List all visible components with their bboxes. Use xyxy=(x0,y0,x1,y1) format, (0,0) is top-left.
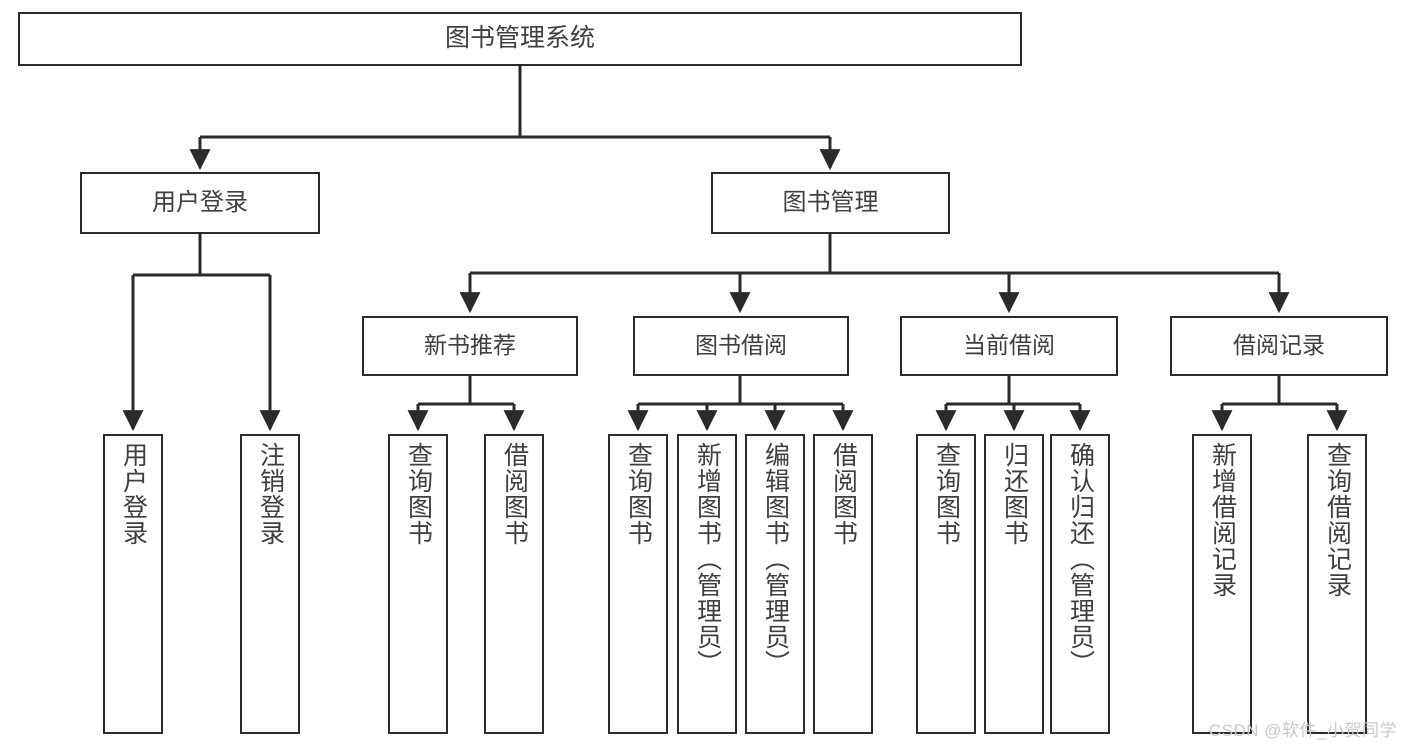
node-current-borrow-label: 当前借阅 xyxy=(963,332,1055,359)
leaf-user-login-1[interactable]: 用户登录 xyxy=(103,434,163,734)
leaf-borrow-record-2-label: 查询借阅记录 xyxy=(1323,442,1352,598)
leaf-book-borrow-2[interactable]: 新增图书（管理员） xyxy=(677,434,737,734)
leaf-book-borrow-3-label: 编辑图书（管理员） xyxy=(761,442,790,676)
watermark: CSDN @软件_小贺同学 xyxy=(1208,721,1397,740)
node-root-label: 图书管理系统 xyxy=(444,24,595,53)
node-user-login-label: 用户登录 xyxy=(152,188,248,216)
leaf-borrow-record-1-label: 新增借阅记录 xyxy=(1208,442,1237,598)
node-root[interactable]: 图书管理系统 xyxy=(18,12,1022,66)
node-new-book-recommend-label: 新书推荐 xyxy=(424,332,516,359)
node-current-borrow[interactable]: 当前借阅 xyxy=(900,316,1118,376)
leaf-book-borrow-3[interactable]: 编辑图书（管理员） xyxy=(745,434,805,734)
node-book-borrow-label: 图书借阅 xyxy=(695,332,787,359)
leaf-current-borrow-2-label: 归还图书 xyxy=(1000,442,1029,546)
leaf-current-borrow-2[interactable]: 归还图书 xyxy=(984,434,1044,734)
node-book-manage[interactable]: 图书管理 xyxy=(711,172,950,234)
leaf-current-borrow-3[interactable]: 确认归还（管理员） xyxy=(1050,434,1110,734)
node-new-book-recommend[interactable]: 新书推荐 xyxy=(362,316,578,376)
leaf-book-borrow-4[interactable]: 借阅图书 xyxy=(813,434,873,734)
leaf-user-login-1-label: 用户登录 xyxy=(119,442,148,546)
leaf-current-borrow-1-label: 查询图书 xyxy=(932,442,961,546)
leaf-book-borrow-1-label: 查询图书 xyxy=(624,442,653,546)
leaf-user-login-2-label: 注销登录 xyxy=(256,442,285,546)
node-borrow-record-label: 借阅记录 xyxy=(1233,332,1325,359)
node-borrow-record[interactable]: 借阅记录 xyxy=(1170,316,1388,376)
leaf-book-borrow-4-label: 借阅图书 xyxy=(829,442,858,546)
leaf-borrow-record-2[interactable]: 查询借阅记录 xyxy=(1307,434,1367,734)
leaf-new-book-1[interactable]: 查询图书 xyxy=(388,434,448,734)
leaf-new-book-2[interactable]: 借阅图书 xyxy=(484,434,544,734)
leaf-borrow-record-1[interactable]: 新增借阅记录 xyxy=(1192,434,1252,734)
leaf-current-borrow-1[interactable]: 查询图书 xyxy=(916,434,976,734)
leaf-new-book-1-label: 查询图书 xyxy=(404,442,433,546)
node-user-login[interactable]: 用户登录 xyxy=(80,172,320,234)
leaf-new-book-2-label: 借阅图书 xyxy=(500,442,529,546)
leaf-book-borrow-1[interactable]: 查询图书 xyxy=(608,434,668,734)
leaf-user-login-2[interactable]: 注销登录 xyxy=(240,434,300,734)
leaf-book-borrow-2-label: 新增图书（管理员） xyxy=(693,442,722,676)
leaf-current-borrow-3-label: 确认归还（管理员） xyxy=(1066,442,1095,676)
node-book-borrow[interactable]: 图书借阅 xyxy=(633,316,849,376)
node-book-manage-label: 图书管理 xyxy=(782,188,879,216)
